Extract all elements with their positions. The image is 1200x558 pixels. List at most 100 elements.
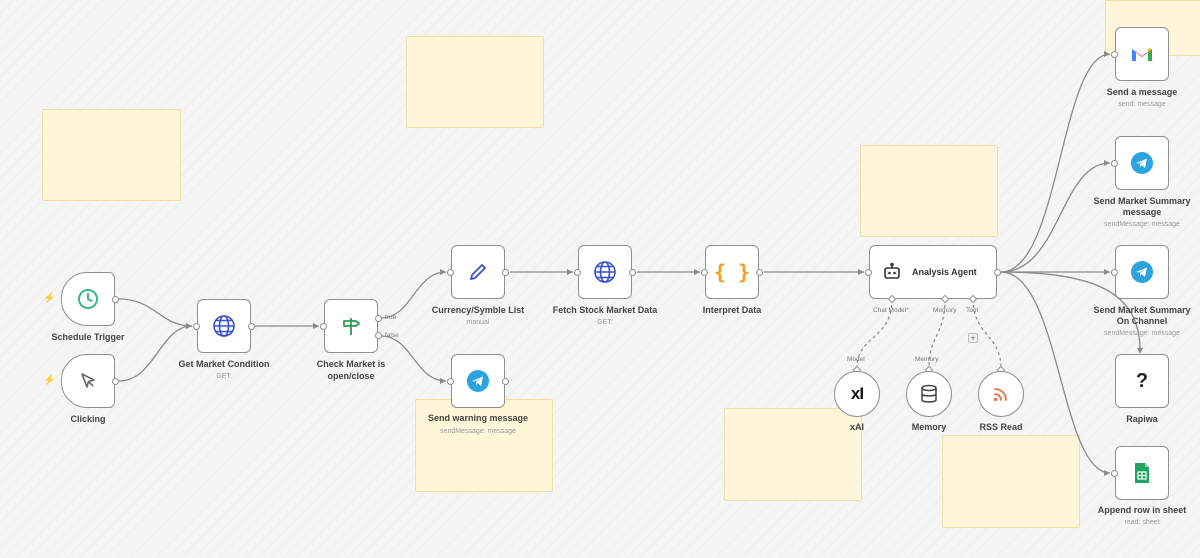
node-rss-read[interactable]: [978, 371, 1024, 417]
node-memory[interactable]: [906, 371, 952, 417]
node-subtitle: send: message: [1118, 101, 1166, 108]
output-port[interactable]: [502, 269, 509, 276]
input-port[interactable]: [1111, 160, 1118, 167]
input-port[interactable]: [574, 269, 581, 276]
node-subtitle: sendMessage: message: [440, 428, 516, 435]
input-port[interactable]: [1111, 269, 1118, 276]
add-tool-button[interactable]: +: [968, 333, 978, 343]
node-label: Send Market Summary: [1093, 305, 1191, 315]
google-sheets-icon: [1134, 462, 1150, 484]
input-port[interactable]: [447, 378, 454, 385]
node-subtitle: sendMessage: message: [1104, 221, 1180, 228]
node-label: Schedule Trigger: [51, 332, 125, 342]
node-get-market-condition[interactable]: [197, 299, 251, 353]
node-label: Get Market Condition: [178, 359, 270, 369]
output-port[interactable]: [112, 296, 119, 303]
node-analysis-agent[interactable]: Analysis Agent: [869, 245, 997, 299]
output-port[interactable]: [248, 323, 255, 330]
output-port[interactable]: [629, 269, 636, 276]
braces-icon: { }: [713, 260, 751, 284]
output-port[interactable]: [112, 378, 119, 385]
arrowhead: [1137, 348, 1143, 354]
xai-icon: xI: [850, 384, 864, 403]
node-label: Clicking: [70, 414, 106, 424]
clock-icon: [77, 288, 99, 310]
branch-label-false: false: [385, 332, 399, 339]
sticky-note[interactable]: [406, 36, 544, 128]
input-port[interactable]: [193, 323, 200, 330]
node-send-market-summary-channel[interactable]: [1115, 245, 1169, 299]
sub-connection-line: [856, 298, 893, 369]
node-send-a-message[interactable]: [1115, 27, 1169, 81]
database-icon: [920, 384, 938, 404]
node-label: Interpret Data: [702, 305, 762, 315]
input-port[interactable]: [320, 323, 327, 330]
telegram-icon: [1130, 151, 1154, 175]
model-connection-label: Model: [847, 356, 865, 363]
node-subtitle: sendMessage: message: [1104, 330, 1180, 337]
connection-line: [1000, 53, 1111, 273]
pencil-icon: [467, 261, 489, 283]
rss-icon: [992, 385, 1010, 403]
node-subtitle: manual: [466, 319, 490, 326]
sticky-note[interactable]: [724, 408, 862, 501]
input-port[interactable]: [447, 269, 454, 276]
chat-model-label: Chat Model*: [873, 307, 909, 314]
connection-line: [1000, 271, 1141, 351]
arrowhead: [186, 323, 192, 329]
node-label: Send warning message: [427, 413, 529, 423]
input-port[interactable]: [1111, 470, 1118, 477]
output-port[interactable]: [756, 269, 763, 276]
node-label: xAI: [849, 422, 864, 432]
input-port[interactable]: [1111, 51, 1118, 58]
node-xai[interactable]: xI: [834, 371, 880, 417]
arrowhead: [440, 269, 446, 275]
sub-connection-line: [928, 298, 946, 369]
memory-connection-label: Memory: [915, 356, 939, 363]
output-port-true[interactable]: [375, 315, 382, 322]
node-label: On Channel: [1116, 316, 1168, 326]
node-append-row-in-sheet[interactable]: [1115, 446, 1169, 500]
node-currency-list[interactable]: [451, 245, 505, 299]
node-subtitle: GET:: [216, 373, 232, 380]
arrowhead: [858, 269, 864, 275]
node-label: Append row in sheet: [1097, 505, 1187, 515]
connection-line: [118, 325, 193, 382]
output-port[interactable]: [994, 269, 1001, 276]
telegram-icon: [1130, 260, 1154, 284]
node-subtitle: GET:: [597, 319, 613, 326]
sticky-note[interactable]: [860, 145, 998, 237]
output-port-false[interactable]: [375, 332, 382, 339]
node-label: Memory: [911, 422, 947, 432]
node-interpret-data[interactable]: { }: [705, 245, 759, 299]
arrowhead: [440, 378, 446, 384]
node-clicking[interactable]: [61, 354, 115, 408]
output-port[interactable]: [502, 378, 509, 385]
sticky-note[interactable]: [42, 109, 181, 201]
node-fetch-stock-market-data[interactable]: [578, 245, 632, 299]
connection-line: [380, 335, 447, 382]
node-label: Rapiwa: [1126, 414, 1158, 424]
connection-line: [118, 298, 193, 327]
input-port[interactable]: [701, 269, 708, 276]
gmail-icon: [1131, 46, 1153, 63]
node-send-market-summary-message[interactable]: [1115, 136, 1169, 190]
arrowhead: [1104, 470, 1110, 476]
node-label: Analysis Agent: [912, 267, 977, 277]
arrowhead: [567, 269, 573, 275]
node-send-warning-message[interactable]: [451, 354, 505, 408]
node-label: RSS Read: [979, 422, 1023, 432]
input-port[interactable]: [865, 269, 872, 276]
node-rapiwa[interactable]: ?: [1115, 354, 1169, 408]
node-schedule-trigger[interactable]: [61, 272, 115, 326]
globe-icon: [212, 314, 236, 338]
trigger-bolt-icon: ⚡: [43, 375, 56, 386]
sticky-note[interactable]: [942, 435, 1080, 528]
node-label: message: [1122, 207, 1162, 217]
node-check-market[interactable]: [324, 299, 378, 353]
arrowhead: [1104, 269, 1110, 275]
node-label: Send Market Summary: [1093, 196, 1191, 206]
question-icon: ?: [1135, 369, 1149, 392]
